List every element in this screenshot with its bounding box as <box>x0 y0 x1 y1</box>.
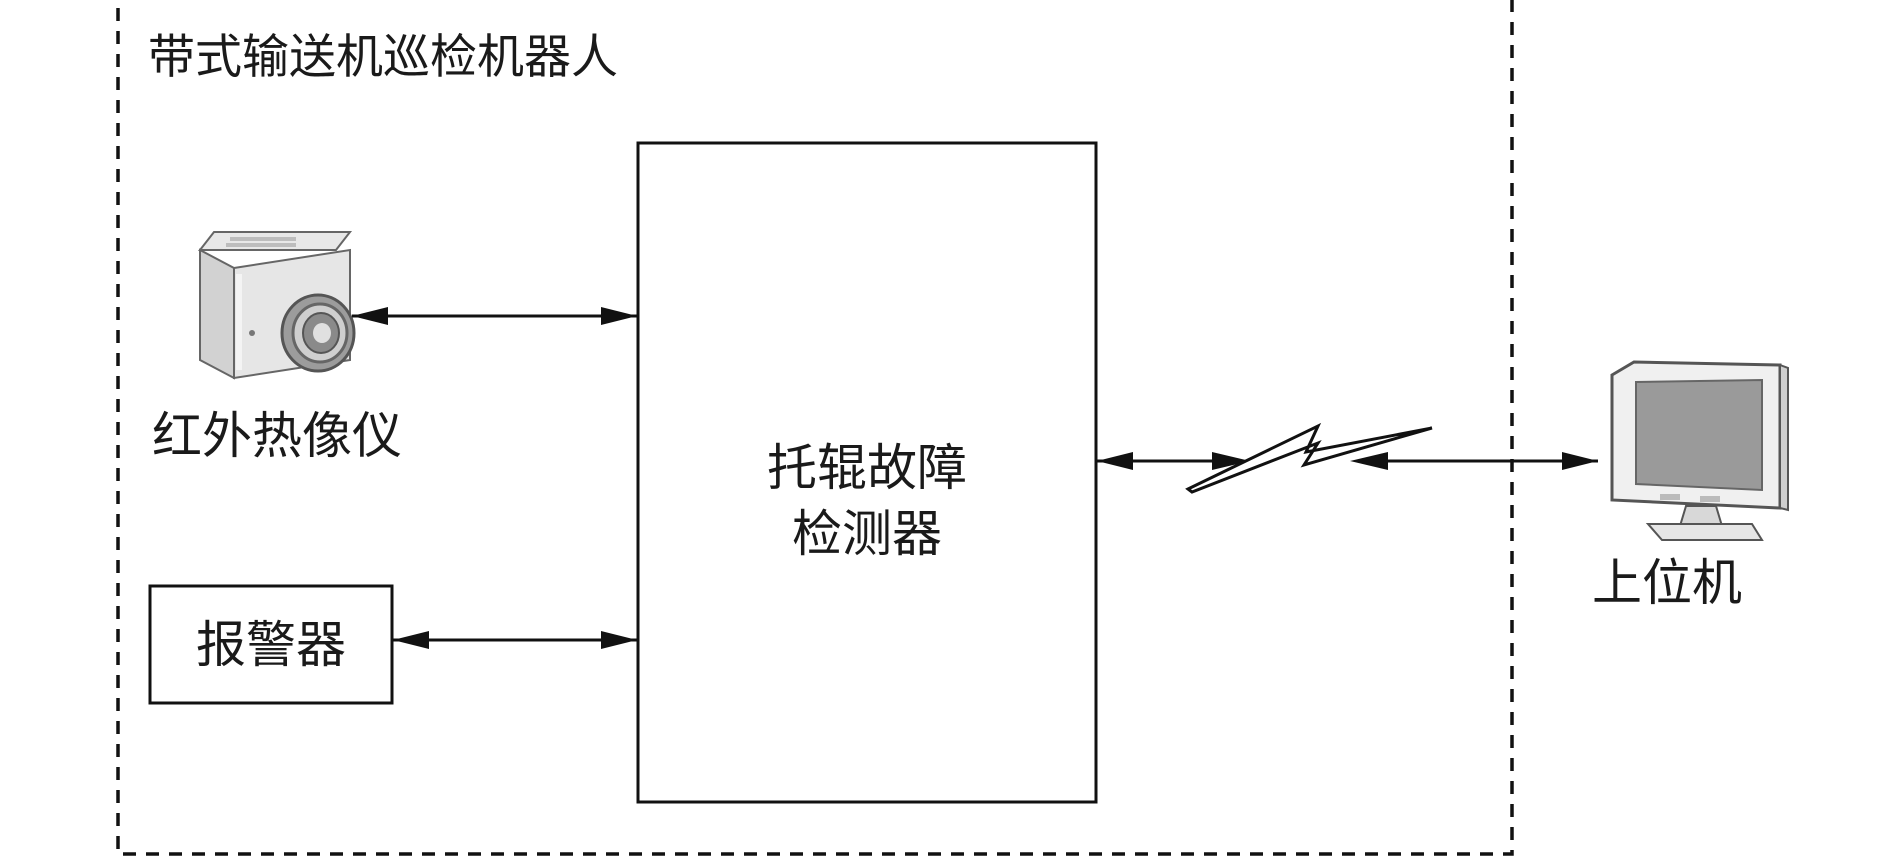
host-label: 上位机 <box>1592 554 1742 612</box>
monitor-icon <box>1610 360 1789 541</box>
detector-box <box>636 141 1098 804</box>
link-detector-host-wireless <box>1097 452 1598 470</box>
detector-label-line2: 检测器 <box>792 505 942 563</box>
thermal-camera-icon <box>197 231 356 380</box>
detector-label-line1: 托辊故障 <box>767 439 967 497</box>
camera-label: 红外热像仪 <box>152 407 402 465</box>
monitor-screen <box>1635 378 1763 492</box>
alarm-label: 报警器 <box>196 616 346 674</box>
alarm-box <box>148 584 394 705</box>
detector-label: 托辊故障 检测器 <box>638 435 1096 567</box>
wireless-lightning-icon <box>1185 422 1433 494</box>
robot-group-boundary <box>116 0 1514 856</box>
robot-group-title: 带式输送机巡检机器人 <box>148 30 618 85</box>
